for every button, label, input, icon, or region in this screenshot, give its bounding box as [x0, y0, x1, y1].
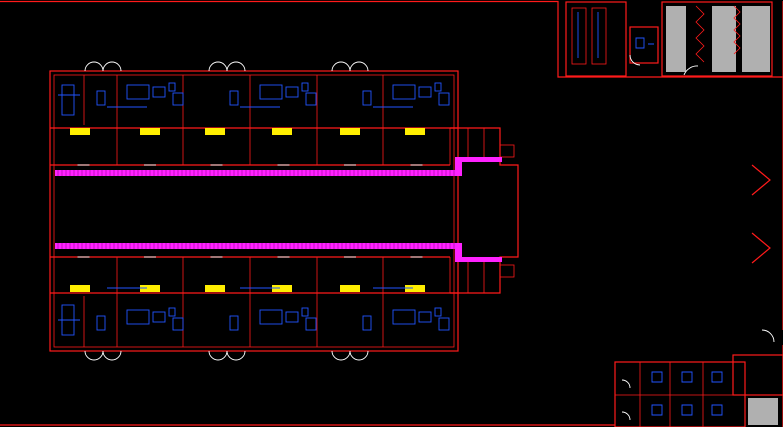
upper-cabinet	[362, 90, 372, 106]
upper-fixture	[301, 82, 309, 92]
corridor-rails	[55, 157, 502, 262]
top-double-door	[208, 61, 246, 72]
top-double-door	[331, 61, 369, 72]
top-right-rooms	[565, 1, 773, 77]
upper-chair	[285, 86, 299, 98]
lower-chair	[285, 311, 299, 323]
door-swings	[84, 61, 369, 361]
upper-marker	[70, 128, 90, 135]
corridor-rail-ticks	[57, 170, 455, 249]
lower-furniture	[96, 287, 450, 331]
lower-cabinet	[229, 315, 239, 331]
lower-marker	[272, 285, 292, 292]
upper-marker	[272, 128, 292, 135]
lower-marker	[205, 285, 225, 292]
upper-bed	[392, 84, 416, 100]
upper-chair	[152, 86, 166, 98]
upper-bed	[126, 84, 150, 100]
lower-fixture	[301, 307, 309, 317]
upper-marker	[140, 128, 160, 135]
lower-fixture	[168, 307, 176, 317]
bottom-right-rooms	[614, 354, 783, 427]
upper-markers	[70, 128, 425, 135]
lower-bed	[392, 309, 416, 325]
upper-sink	[305, 92, 317, 106]
upper-cabinet	[229, 90, 239, 106]
top-double-door	[84, 61, 122, 72]
upper-sink	[438, 92, 450, 106]
upper-fixture	[434, 82, 442, 92]
upper-marker	[340, 128, 360, 135]
lower-chair	[152, 311, 166, 323]
upper-marker	[205, 128, 225, 135]
lower-bed	[259, 309, 283, 325]
left-end-rooms	[58, 75, 85, 347]
lower-marker	[70, 285, 90, 292]
main-wing	[49, 70, 519, 352]
bottom-double-door	[331, 350, 369, 361]
bottom-double-door	[84, 350, 122, 361]
upper-cabinet	[96, 90, 106, 106]
bottom-double-door	[208, 350, 246, 361]
upper-sink	[172, 92, 184, 106]
lower-sink	[438, 317, 450, 331]
upper-room-dividers	[77, 75, 423, 166]
upper-furniture	[96, 82, 450, 108]
upper-bed	[259, 84, 283, 100]
lower-fixture	[434, 307, 442, 317]
upper-marker	[405, 128, 425, 135]
lower-chair	[418, 311, 432, 323]
lower-marker	[405, 285, 425, 292]
lower-marker	[140, 285, 160, 292]
lower-room-dividers	[77, 256, 423, 347]
lower-cabinet	[96, 315, 106, 331]
lower-cabinet	[362, 315, 372, 331]
upper-chair	[418, 86, 432, 98]
lower-marker	[340, 285, 360, 292]
lower-bed	[126, 309, 150, 325]
upper-fixture	[168, 82, 176, 92]
lower-sink	[172, 317, 184, 331]
lower-markers	[70, 285, 425, 292]
lower-sink	[305, 317, 317, 331]
